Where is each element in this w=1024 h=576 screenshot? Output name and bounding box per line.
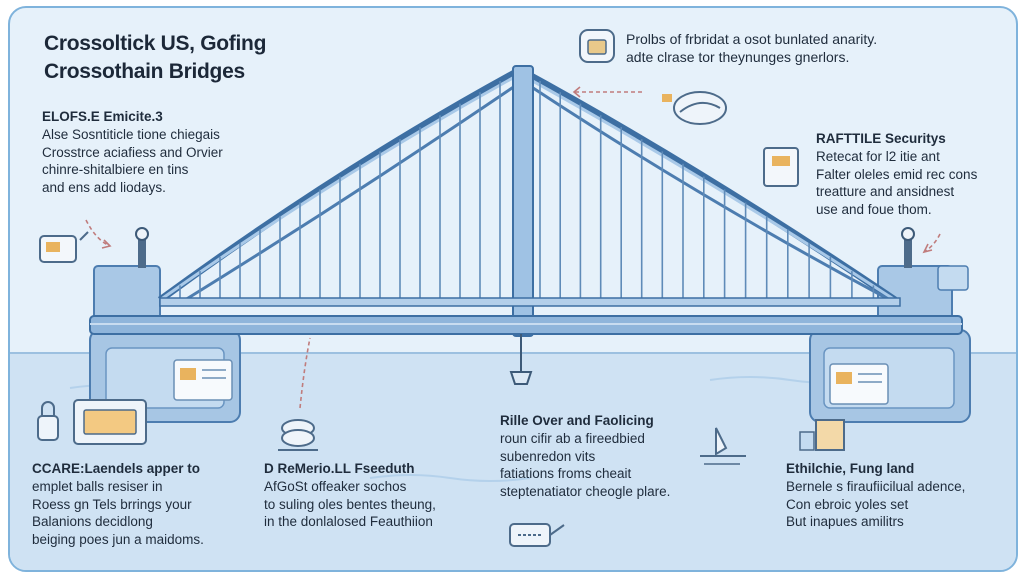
bottom-panel-3-line: steptenatiator cheogle plare. <box>500 484 671 500</box>
panel-right-line: Retecat for l2 itie ant <box>816 148 940 164</box>
bottom-panel-4-heading: Ethilchie, Fung land <box>786 461 915 476</box>
bottom-panel-3-line: roun cifir ab a fireedbied <box>500 430 645 446</box>
padlock-icon <box>37 401 59 441</box>
bridge-deck <box>89 297 963 335</box>
bottom-panel-1-line: Roess gn Tels brrings your <box>32 496 192 512</box>
bottom-panel-1-heading: CCARE:Laendels apper to <box>32 461 201 476</box>
panel-right-line: Falter oleles emid rec cons <box>816 166 978 182</box>
central-tower <box>512 65 534 337</box>
infographic-frame: Crossoltick US, Gofing Crossothain Bridg… <box>8 6 1018 572</box>
bottom-panel-1-line: emplet balls resiser in <box>32 478 163 494</box>
panel-right: RAFTTILE Securitys Retecat for l2 itie a… <box>816 130 977 219</box>
bottom-panel-3-heading: Rille Over and Faolicing <box>500 413 654 428</box>
panel-left-heading: ELOFS.E Emicite.3 <box>42 109 163 124</box>
lock-box-icon <box>579 29 615 63</box>
panel-right-heading: RAFTTILE Securitys <box>816 131 946 146</box>
panel-right-line: use and foue thom. <box>816 202 932 218</box>
card-stack-icon <box>73 399 147 445</box>
inner-arch <box>184 84 891 302</box>
arrow-icon-right <box>922 233 941 254</box>
bottom-panel-1: CCARE:Laendels apper to emplet balls res… <box>32 460 204 549</box>
arrow-icon <box>572 86 642 98</box>
top-callout-line-1: Prolbs of frbridat a osot bunlated anari… <box>626 31 878 47</box>
wallet-icon-left <box>39 231 89 263</box>
bottom-panel-1-line: beiging poes jun a maidoms. <box>32 532 204 548</box>
panel-left-line: and ens add liodays. <box>42 180 166 196</box>
arrow-icon-bottom <box>299 337 311 409</box>
page-title: Crossoltick US, Gofing Crossothain Bridg… <box>44 30 266 86</box>
panel-left-line: chinre-shitalbiere en tins <box>42 162 189 178</box>
screen-icon-right <box>937 265 969 291</box>
top-callout: Prolbs of frbridat a osot bunlated anari… <box>626 30 877 67</box>
bottom-panel-4-line: Bernele s firaufiicilual adence, <box>786 478 966 494</box>
sailboat-icon <box>700 427 746 465</box>
top-callout-line-2: adte clrase tor theynunges gnerlors. <box>626 49 850 66</box>
title-line-2: Crossothain Bridges <box>44 59 245 83</box>
lamp-post-left <box>135 227 149 268</box>
key-card-icon <box>509 523 565 547</box>
hanging-lamp-icon <box>509 334 533 385</box>
document-icon-right <box>829 363 889 405</box>
bottom-panel-2-line: to suling oles bentes theung, <box>264 496 436 512</box>
bottom-panel-3-line: fatiations froms cheait <box>500 466 632 482</box>
clipboard-icon-right <box>763 147 799 187</box>
bottom-panel-4-line: But inapues amilitrs <box>786 514 904 530</box>
bottom-panel-1-line: Balanions decidlong <box>32 514 153 530</box>
bottom-panel-2-heading: D ReMerio.LL Fseeduth <box>264 461 415 476</box>
bridge-illustration <box>10 29 1016 570</box>
lamp-post-right <box>901 227 915 268</box>
bottom-panel-2: D ReMerio.LL Fseeduth AfGoSt offeaker so… <box>264 460 436 531</box>
bottom-panel-3: Rille Over and Faolicing roun cifir ab a… <box>500 412 670 501</box>
coin-icon <box>662 91 727 125</box>
suspender-cables <box>179 81 875 300</box>
bottom-panel-3-line: subenredon vits <box>500 448 596 464</box>
bottom-panel-4: Ethilchie, Fung land Bernele s firaufiic… <box>786 460 965 531</box>
bottom-panel-2-line: AfGoSt offeaker sochos <box>264 478 407 494</box>
building-icon <box>799 419 845 451</box>
panel-left-line: Crosstrce aciafiess and Orvier <box>42 144 223 160</box>
title-line-1: Crossoltick US, Gofing <box>44 32 267 55</box>
panel-right-line: treatture and ansidnest <box>816 184 955 200</box>
arrow-icon-left <box>85 219 112 249</box>
panel-left: ELOFS.E Emicite.3 Alse Sosntiticle tione… <box>42 108 223 197</box>
panel-left-line: Alse Sosntiticle tione chiegais <box>42 126 220 142</box>
document-icon-left <box>173 359 233 401</box>
coin-stack-icon <box>278 419 318 451</box>
bottom-panel-4-line: Con ebroic yoles set <box>786 496 909 512</box>
bottom-panel-2-line: in the donlalosed Feauthiion <box>264 514 433 530</box>
